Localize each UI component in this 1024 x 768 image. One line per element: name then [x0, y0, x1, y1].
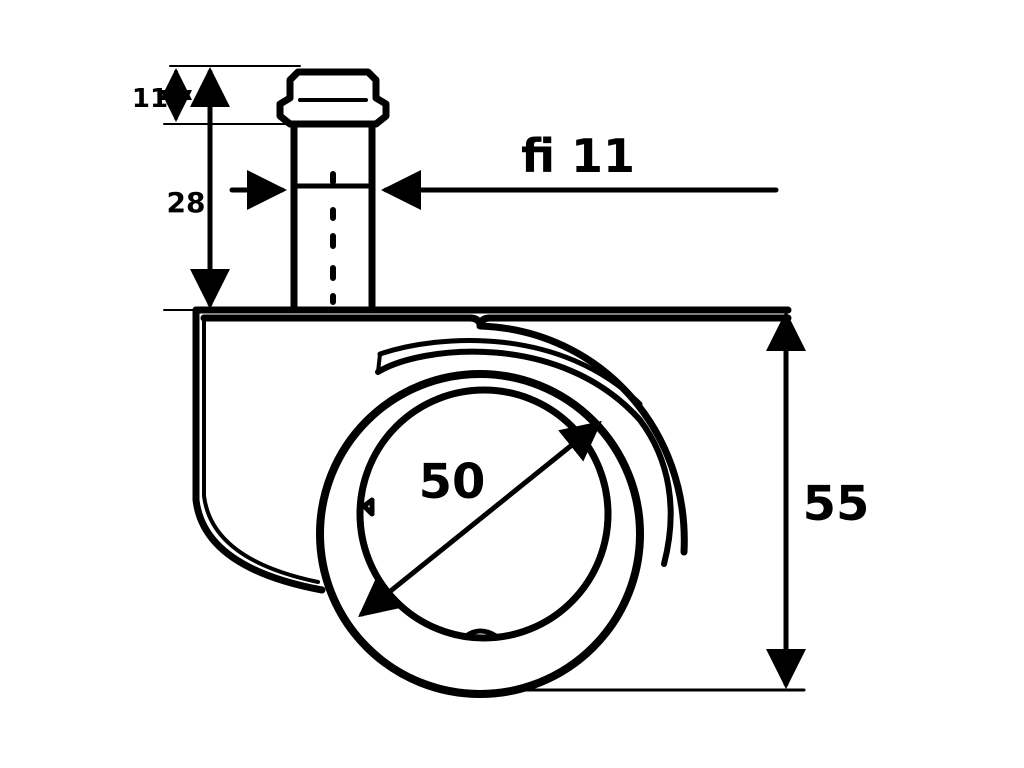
- stem: [276, 68, 390, 310]
- wheel: [316, 370, 644, 698]
- label-overall-height: 55: [803, 476, 870, 532]
- label-stem-head-height: 11: [132, 84, 168, 114]
- dim-wheel-diameter-line: [358, 420, 602, 618]
- stem-shaft: [290, 122, 376, 310]
- label-wheel-diameter: 50: [419, 454, 486, 510]
- stem-hex-head: [276, 68, 390, 128]
- dimensions: [160, 65, 806, 692]
- wheel-outer-rim: [316, 370, 644, 698]
- caster-housing: [192, 306, 792, 594]
- housing-body: [192, 306, 326, 594]
- label-stem-length: 28: [167, 186, 206, 219]
- label-stem-diameter: fi 11: [521, 129, 635, 183]
- top-plate: [192, 306, 792, 328]
